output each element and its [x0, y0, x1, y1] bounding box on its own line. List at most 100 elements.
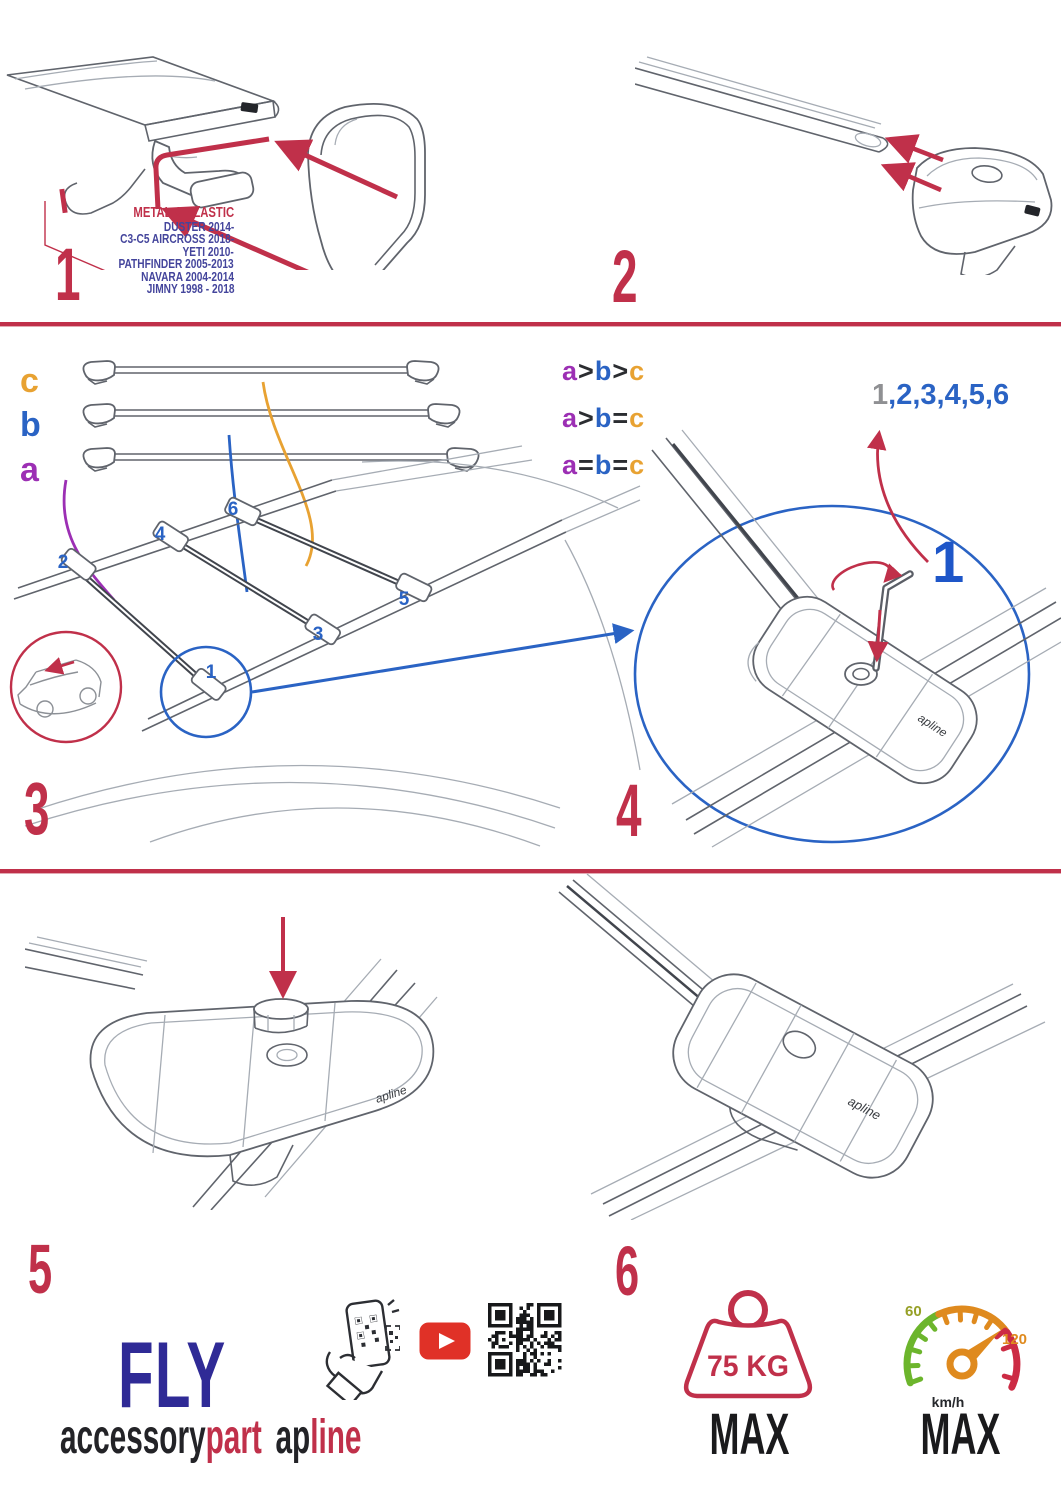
length-formulas: a>b>c a>b=c a=b=c	[562, 356, 645, 481]
max-speed-gauge: 60 120 km/h	[903, 1303, 1027, 1410]
seam-highlight-line	[153, 136, 270, 210]
slide-in-arrow-top	[884, 134, 944, 164]
detail-highlight-circle	[159, 645, 253, 739]
mini-qr	[385, 1325, 400, 1351]
weight-value: 75 KG	[707, 1350, 789, 1383]
section-divider-2	[0, 869, 1061, 874]
step3-illustration: c b a	[9, 360, 641, 847]
step-number-2: 2	[612, 235, 638, 318]
bar-label-b: b	[20, 406, 41, 444]
press-down-arrow	[867, 609, 889, 663]
car-direction-inset	[9, 630, 123, 744]
apline-logo-mark	[1024, 204, 1041, 217]
position-4: 4	[155, 524, 166, 545]
series-name: FLY	[118, 1322, 227, 1427]
position-1: 1	[206, 662, 217, 683]
car-body-lines	[24, 460, 641, 847]
speed-high-label: 120	[1002, 1331, 1027, 1348]
crossbar-end	[6, 56, 280, 142]
mounted-crossbars	[60, 496, 433, 701]
formula-row: a>b=c	[562, 403, 646, 433]
qr-finder-patterns	[488, 1303, 562, 1377]
model-item: DUSTER 2014-	[163, 219, 234, 234]
foot-body	[672, 973, 934, 1179]
order-rest: ,2,3,4,5,6	[888, 379, 1010, 411]
model-item: NAVARA 2004-2014	[141, 268, 234, 284]
step4-illustration: apline 1	[633, 429, 1061, 848]
formula-row: a>b>c	[562, 356, 646, 386]
clamp-bolt	[844, 662, 878, 686]
scan-qr-phone-icon	[325, 1299, 400, 1400]
weight-handle	[728, 1290, 768, 1330]
position-5: 5	[399, 589, 410, 610]
model-item: JIMNY 1998 - 2018	[146, 281, 234, 297]
tightening-order: 1,2,3,4,5,6	[872, 379, 1009, 412]
material-heading: METAL & PLASTIC	[133, 205, 234, 221]
rotate-arrow	[831, 561, 903, 591]
step-number-1: 1	[55, 233, 81, 316]
vehicle-model-list: DUSTER 2014- C3-C5 AIRCROSS 2018- YETI 2…	[62, 219, 234, 297]
step2-illustration	[635, 56, 1053, 275]
bar-a	[82, 447, 480, 472]
foot-body	[89, 1000, 435, 1186]
model-item: C3-C5 AIRCROSS 2018-	[119, 231, 234, 247]
leader-curve-a	[62, 479, 116, 601]
step5-illustration: apline	[25, 917, 438, 1210]
weight-body	[683, 1318, 813, 1399]
qr-code	[488, 1303, 562, 1377]
slide-in-arrow-bottom	[880, 162, 942, 193]
speed-unit: km/h	[932, 1394, 965, 1410]
leader-line	[44, 201, 106, 270]
cap-knob	[253, 998, 309, 1034]
crossbar-lines	[651, 429, 825, 626]
leader-curve-c	[261, 381, 314, 567]
phone	[345, 1299, 391, 1369]
step-number-4: 4	[616, 769, 642, 852]
part-marker-tick	[59, 188, 68, 214]
bar-label-a: a	[20, 451, 40, 489]
model-item: YETI 2010-	[182, 243, 234, 259]
position-6: 6	[228, 499, 239, 520]
wordmark-accessory: accessory	[60, 1411, 206, 1464]
crossbar-lines	[25, 936, 148, 990]
zoom-circle	[633, 504, 1031, 844]
position-2: 2	[58, 552, 69, 573]
gauge-ticks	[904, 1306, 1018, 1386]
speed-max-label: MAX	[920, 1402, 1000, 1467]
step-number-3: 3	[24, 767, 50, 850]
cover-to-foot-arrow	[161, 205, 309, 270]
apline-logo-mark	[240, 102, 259, 113]
foot-cover	[307, 102, 426, 270]
order-leader-arrow	[867, 429, 929, 563]
callout-number: 1	[932, 530, 964, 595]
foot-body	[747, 595, 978, 785]
wordmark-line: line	[310, 1411, 362, 1464]
max-weight-icon: 75 KG	[683, 1290, 813, 1399]
gauge-hub	[946, 1348, 978, 1380]
wordmark-ap: ap	[275, 1411, 311, 1464]
youtube-icon	[419, 1322, 471, 1360]
speed-low-label: 60	[905, 1303, 922, 1320]
section-divider-1	[0, 322, 1061, 327]
front-direction-arrow	[44, 657, 75, 675]
weight-max-label: MAX	[709, 1402, 790, 1467]
step6-illustration: apline	[558, 873, 1046, 1220]
position-3: 3	[313, 624, 324, 645]
order-first: 1	[872, 379, 889, 411]
crossbar	[635, 56, 889, 153]
inset-car-drawing	[17, 659, 102, 718]
cover-to-bar-arrow	[274, 139, 399, 200]
bar-c	[82, 360, 440, 385]
step-number-5: 5	[28, 1230, 53, 1308]
zoom-detail-arrow	[251, 623, 635, 694]
material-note: METAL & PLASTIC DUSTER 2014- C3-C5 AIRCR…	[62, 205, 234, 297]
step1-illustration	[6, 56, 426, 270]
model-item: PATHFINDER 2005-2013	[118, 256, 234, 272]
formula-row: a=b=c	[562, 450, 646, 480]
scan-sparkles	[387, 1299, 400, 1314]
wordmark-part: part	[205, 1411, 262, 1464]
bar-label-c: c	[20, 362, 39, 400]
step-number-6: 6	[615, 1232, 640, 1310]
